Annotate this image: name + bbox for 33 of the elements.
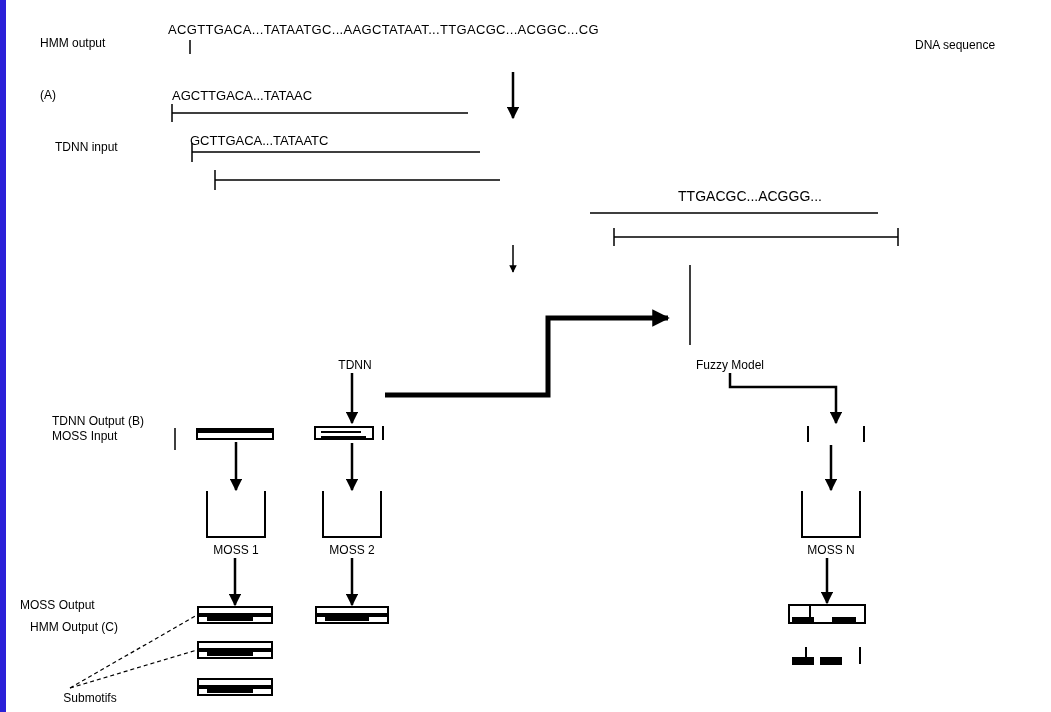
label-text: TDNN Output (B) MOSS Input [52, 414, 145, 444]
label-text: DNA sequence [915, 38, 997, 53]
label-text: HMM Output (C) [30, 620, 119, 635]
sequence-track-icon [315, 605, 389, 625]
arrow [228, 558, 242, 607]
node-label: TDNN [338, 358, 372, 373]
label-text: MOSS Output [20, 598, 96, 613]
arrow [385, 309, 670, 398]
arrow [824, 445, 838, 492]
node-label: MOSS N [807, 543, 855, 558]
sequence-text: TTGACGC...ACGGG... [677, 188, 823, 206]
node-label: Fuzzy Model [696, 358, 764, 373]
sequence-text: GCTTGACA...TATAATC [190, 133, 330, 150]
output-bar-icon [196, 426, 274, 442]
arrow [345, 373, 359, 425]
arrow [345, 443, 359, 492]
arrow [728, 373, 843, 425]
label-text: TDNN input [55, 140, 119, 155]
node-label: MOSS 1 [213, 543, 259, 558]
sequence-track-icon [788, 603, 866, 625]
node-label: MOSS 2 [329, 543, 375, 558]
label-text: HMM output [40, 36, 107, 51]
sequence-track-icon [197, 677, 273, 697]
arrow [820, 558, 834, 605]
sequence-text: ACGTTGACA...TATAATGC...AAGCTATAAT...TTGACGC...ACGGC...CG [168, 22, 600, 39]
node-label: Submotifs [63, 691, 117, 706]
sequence-text: AGCTTGACA...TATAAC [172, 88, 314, 105]
sequence-track-icon [197, 640, 273, 660]
label-text: (A) [40, 88, 57, 103]
leader-line [69, 614, 198, 689]
sequence-track-icon [197, 605, 273, 625]
arrow [229, 442, 243, 492]
arrow [345, 558, 359, 607]
